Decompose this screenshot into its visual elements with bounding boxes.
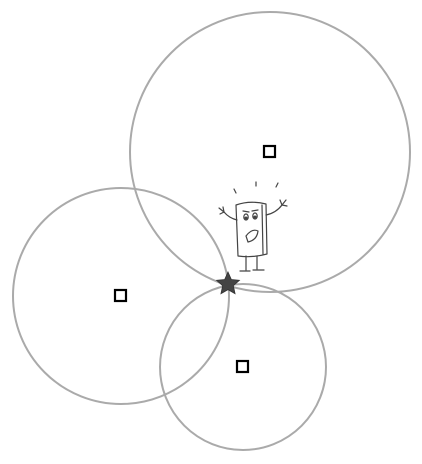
tower-marker-left xyxy=(113,288,128,303)
surprised-phone-character xyxy=(218,181,288,272)
star-icon xyxy=(215,271,241,295)
range-circle-top xyxy=(129,11,411,293)
range-circle-left xyxy=(12,187,230,405)
tower-marker-bottom xyxy=(235,359,250,374)
range-circle-bottom xyxy=(159,283,327,451)
tower-marker-top xyxy=(262,144,277,159)
